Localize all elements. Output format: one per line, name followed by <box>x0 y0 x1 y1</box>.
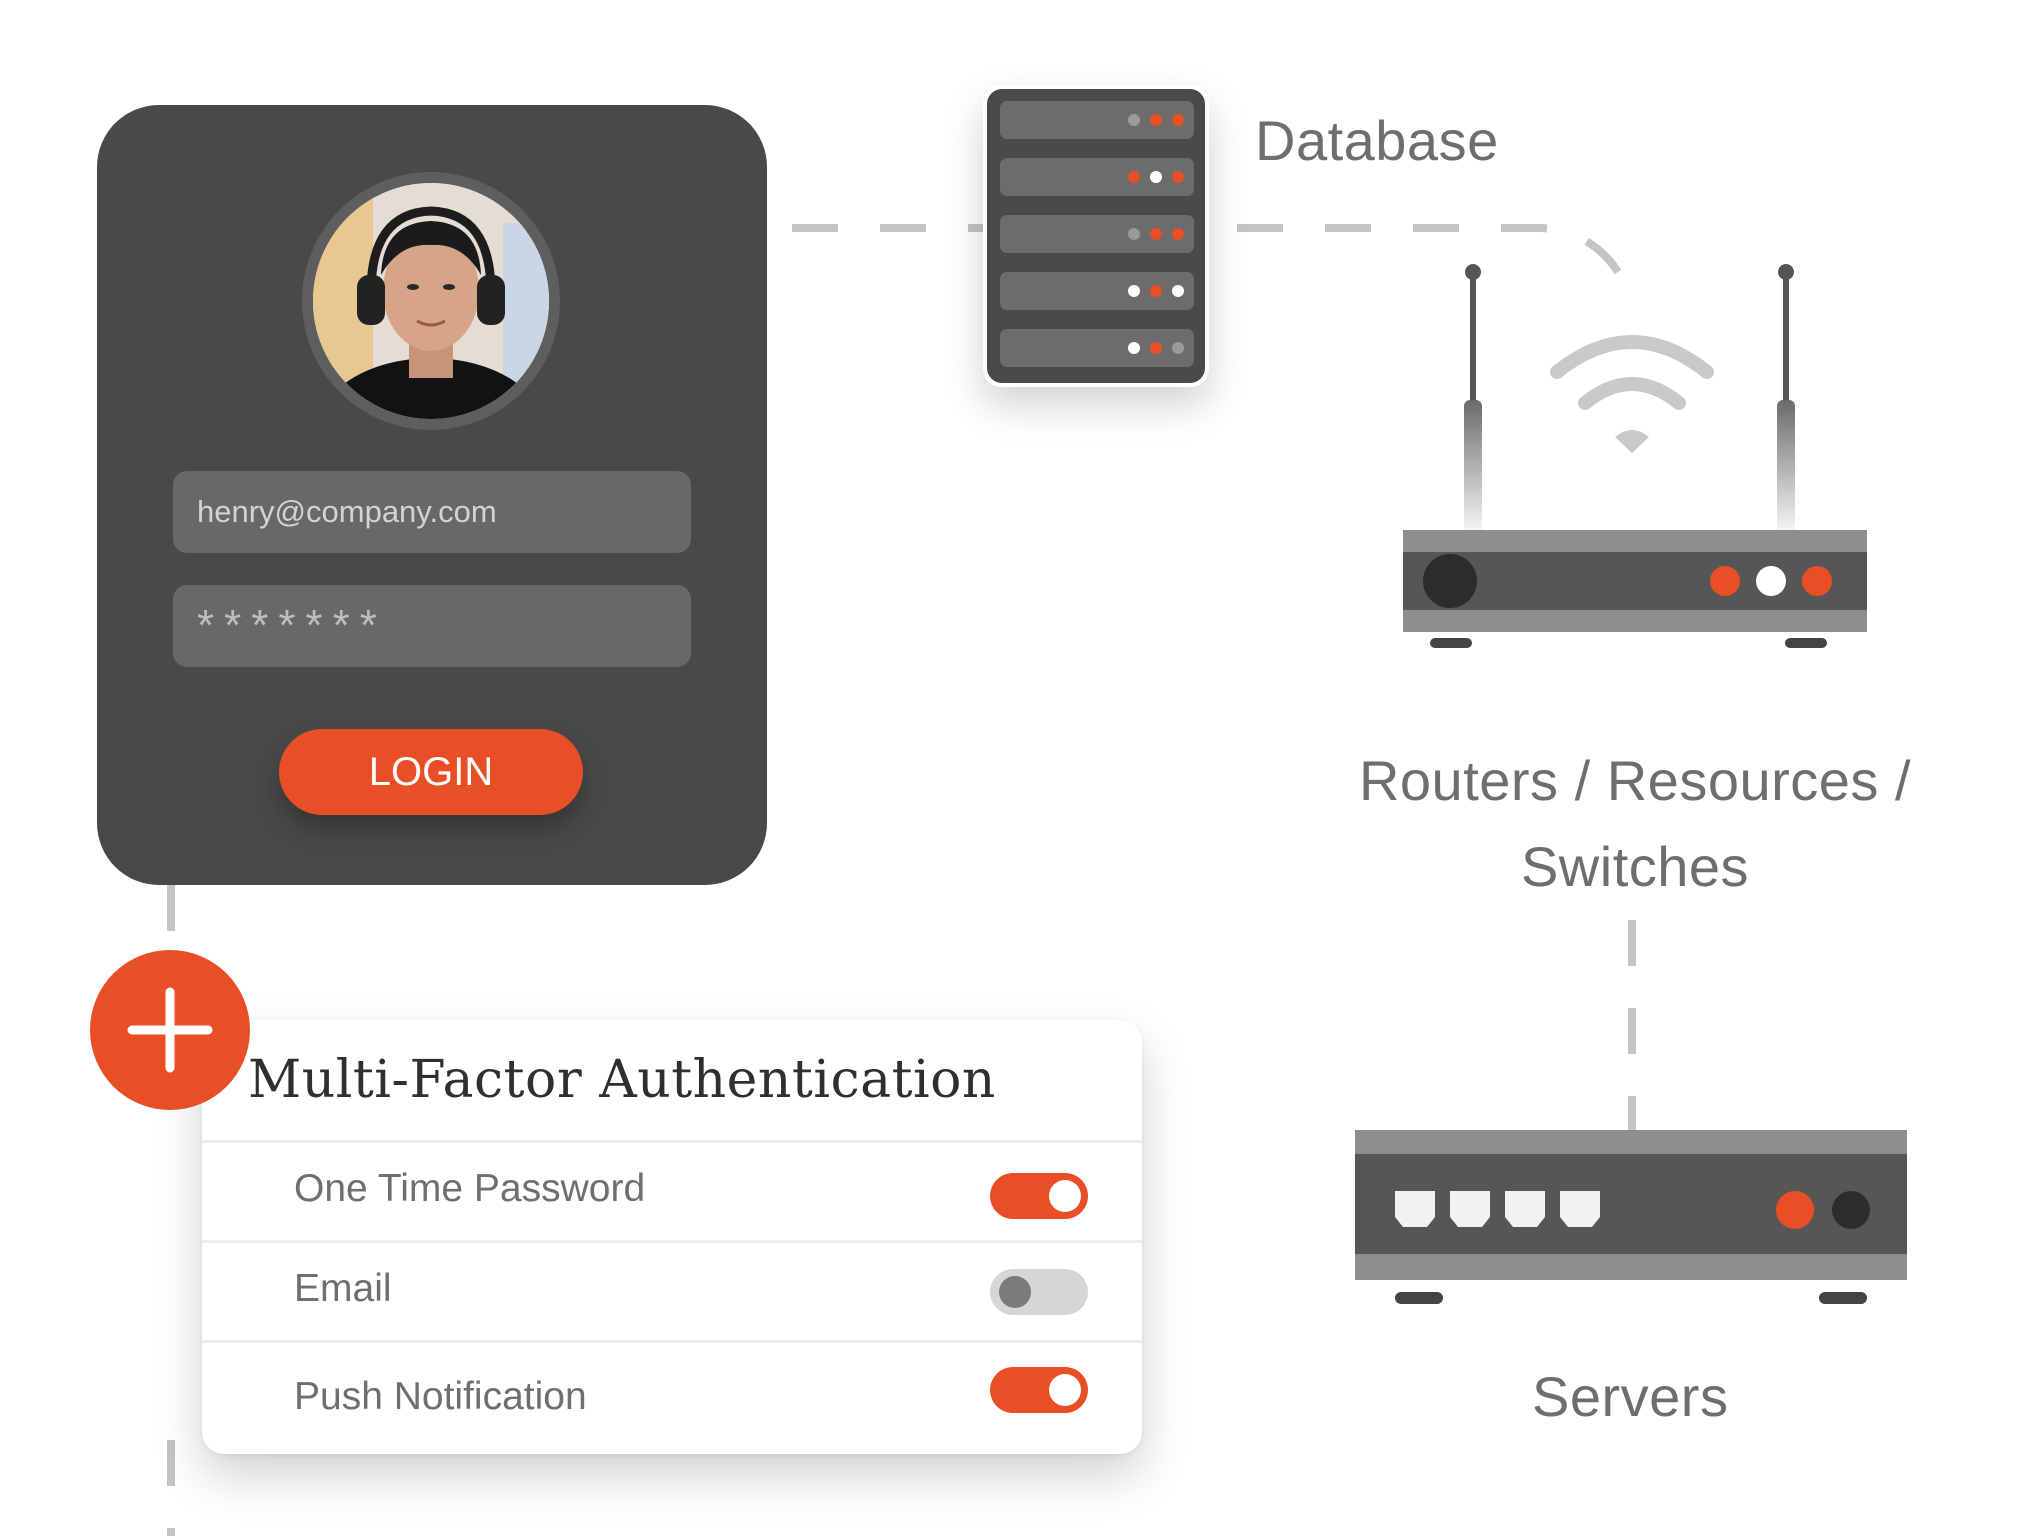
connector-database-to-router <box>1237 224 1622 275</box>
status-dot <box>1128 228 1140 240</box>
login-card: henry@company.com ******* LOGIN <box>97 105 767 885</box>
login-button[interactable]: LOGIN <box>279 729 583 815</box>
status-dot <box>1150 228 1162 240</box>
status-dot <box>1172 171 1184 183</box>
otp-toggle[interactable] <box>990 1173 1088 1219</box>
plus-icon <box>127 987 213 1073</box>
mfa-option-row: One Time Password <box>202 1140 1142 1240</box>
status-dot <box>1172 285 1184 297</box>
database-label: Database <box>1255 109 1499 172</box>
database-slot <box>1000 329 1194 367</box>
status-dot <box>1150 171 1162 183</box>
mfa-card: Multi-Factor Authentication One Time Pas… <box>202 1020 1142 1454</box>
routers-label-line2: Switches <box>1520 835 1750 898</box>
database-slot <box>1000 272 1194 310</box>
toggle-knob <box>1049 1180 1081 1212</box>
password-field[interactable]: ******* <box>173 585 691 667</box>
status-dot <box>1172 342 1184 354</box>
database-slot <box>1000 101 1194 139</box>
status-dot <box>1150 342 1162 354</box>
status-dot <box>1128 285 1140 297</box>
status-dot <box>1128 114 1140 126</box>
mfa-option-row: Email <box>202 1240 1142 1340</box>
toggle-knob <box>999 1276 1031 1308</box>
mfa-title: Multi-Factor Authentication <box>248 1050 996 1110</box>
routers-label-line1: Routers / Resources / <box>1358 749 1912 812</box>
database-slot <box>1000 215 1194 253</box>
email-field[interactable]: henry@company.com <box>173 471 691 553</box>
push-toggle[interactable] <box>990 1367 1088 1413</box>
routers-label: Routers / Resources / Switches <box>1330 738 1940 910</box>
servers-label: Servers <box>1532 1365 1729 1428</box>
mfa-option-row: Push Notification <box>202 1340 1142 1454</box>
toggle-knob <box>1049 1374 1081 1406</box>
wifi-icon <box>1550 335 1714 410</box>
add-factor-badge <box>90 950 250 1110</box>
status-dot <box>1150 285 1162 297</box>
mfa-option-label: Push Notification <box>294 1375 587 1418</box>
mfa-option-label: Email <box>294 1267 392 1310</box>
email-toggle[interactable] <box>990 1269 1088 1315</box>
database-rack-icon <box>983 85 1209 387</box>
user-avatar-icon <box>313 183 549 419</box>
status-dot <box>1128 342 1140 354</box>
status-dot <box>1128 171 1140 183</box>
mfa-option-label: One Time Password <box>294 1167 646 1210</box>
router-icon <box>1403 264 1867 648</box>
status-dot <box>1172 114 1184 126</box>
avatar-ring <box>302 172 560 430</box>
database-rack-body <box>987 89 1205 383</box>
status-dot <box>1150 114 1162 126</box>
server-icon <box>1355 1130 1907 1304</box>
database-slot <box>1000 158 1194 196</box>
status-dot <box>1172 228 1184 240</box>
avatar <box>313 183 549 419</box>
